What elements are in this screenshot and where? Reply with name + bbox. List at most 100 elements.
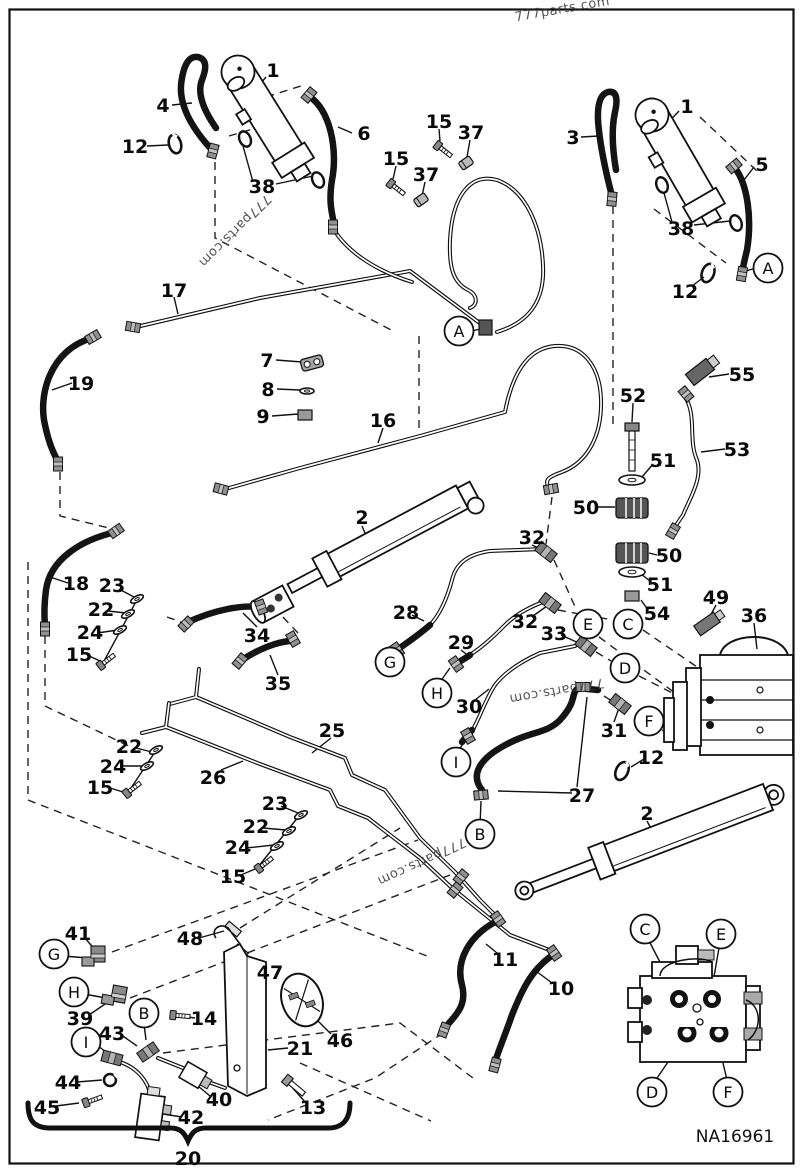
callout-H: H (58, 976, 90, 1008)
part-label-41: 41 (65, 923, 91, 945)
page-border (8, 8, 795, 1165)
part-label-33: 33 (541, 623, 567, 645)
callout-E: E (705, 918, 737, 950)
screw-15-chain-b (121, 778, 144, 800)
nut-54 (624, 590, 640, 602)
callout-circle-A (752, 252, 784, 284)
part-label-51: 51 (650, 450, 676, 472)
callout-circle-F (712, 1076, 744, 1108)
part-label-54: 54 (644, 603, 670, 625)
part-label-10: 10 (548, 978, 574, 1000)
callout-G: G (374, 646, 406, 678)
callout-letter-E: E (716, 925, 726, 944)
screw-45 (81, 1092, 104, 1109)
lift-cylinder-left (220, 54, 316, 183)
tube-16 (220, 343, 604, 492)
washer-23-c (292, 808, 310, 822)
hydraulic-tubes (118, 176, 701, 1096)
elbow-fitting-41 (81, 945, 106, 967)
part-label-30: 30 (456, 696, 482, 718)
part-label-23: 23 (262, 793, 288, 815)
tilt-cylinder-port-boss (249, 584, 295, 624)
leader-lines (49, 76, 758, 1118)
callout-circle-E (572, 608, 604, 640)
port-d (677, 1021, 697, 1043)
part-label-24: 24 (77, 622, 103, 644)
union-block-40 (177, 1060, 213, 1090)
part-label-19: 19 (68, 373, 94, 395)
screw-14 (169, 1009, 191, 1022)
bolt-52 (624, 422, 640, 472)
part-label-22: 22 (243, 816, 269, 838)
callout-letter-I: I (84, 1033, 89, 1052)
part-label-12: 12 (672, 281, 698, 303)
lift-cylinder-right (634, 97, 727, 228)
callout-letter-H: H (68, 983, 80, 1002)
callout-F: F (633, 705, 665, 737)
hose-4 (177, 53, 220, 154)
part-label-27: 27 (569, 785, 595, 807)
part-label-15: 15 (426, 111, 452, 133)
callout-A: A (443, 315, 475, 347)
part-label-2: 2 (640, 803, 653, 825)
part-label-38: 38 (668, 218, 694, 240)
hose-27 (473, 684, 602, 794)
callout-circle-E (705, 918, 737, 950)
hose-clamp-12 (165, 131, 185, 157)
washer-24-c (268, 839, 286, 853)
fitting-43 (136, 1041, 160, 1063)
part-label-4: 4 (156, 95, 169, 117)
part-label-1: 1 (680, 96, 693, 118)
part-label-35: 35 (265, 673, 291, 695)
drawing-id: NA16961 (696, 1127, 774, 1147)
washer-22-b (147, 743, 165, 757)
valve-inset-top-view (627, 945, 763, 1063)
callout-circle-H (58, 976, 90, 1008)
part-label-25: 25 (319, 720, 345, 742)
clamp-half-50-upper (615, 497, 649, 519)
bracket-21 (223, 942, 267, 1097)
washer-22-c (280, 824, 298, 838)
part-label-31: 31 (601, 720, 627, 742)
callout-letter-A: A (763, 259, 774, 278)
callout-circle-B (128, 997, 160, 1029)
hydraulic-hoses (39, 53, 753, 1066)
o-ring-38 (652, 174, 672, 196)
hose-10 (491, 951, 557, 1066)
hose-18 (41, 528, 120, 630)
part-label-39: 39 (67, 1008, 93, 1030)
part-label-7: 7 (260, 350, 273, 372)
callout-D: D (636, 1076, 668, 1108)
washer-24-a (111, 623, 129, 637)
callout-circle-B (464, 818, 496, 850)
part-label-24: 24 (225, 837, 251, 859)
part-label-17: 17 (161, 280, 187, 302)
callout-circle-A (443, 315, 475, 347)
part-label-36: 36 (741, 605, 767, 627)
part-label-50: 50 (656, 545, 682, 567)
part-label-15: 15 (383, 148, 409, 170)
part-label-28: 28 (393, 602, 419, 624)
part-label-55: 55 (729, 364, 755, 386)
part-label-14: 14 (191, 1008, 217, 1030)
part-label-12: 12 (638, 747, 664, 769)
callout-H: H (421, 677, 453, 709)
part-label-53: 53 (724, 439, 750, 461)
part-label-34: 34 (244, 625, 270, 647)
part-label-37: 37 (458, 122, 484, 144)
part-label-22: 22 (88, 599, 114, 621)
fittings-and-fasteners (40, 86, 749, 1109)
hose-5 (731, 164, 753, 276)
part-label-9: 9 (256, 406, 269, 428)
part-label-38: 38 (249, 176, 275, 198)
callout-circle-G (38, 938, 70, 970)
screw-15-a (432, 139, 455, 161)
part-label-43: 43 (99, 1023, 125, 1045)
grommet-46 (280, 972, 324, 1028)
part-label-22: 22 (116, 736, 142, 758)
part-label-1: 1 (266, 60, 279, 82)
callout-E: E (572, 608, 604, 640)
